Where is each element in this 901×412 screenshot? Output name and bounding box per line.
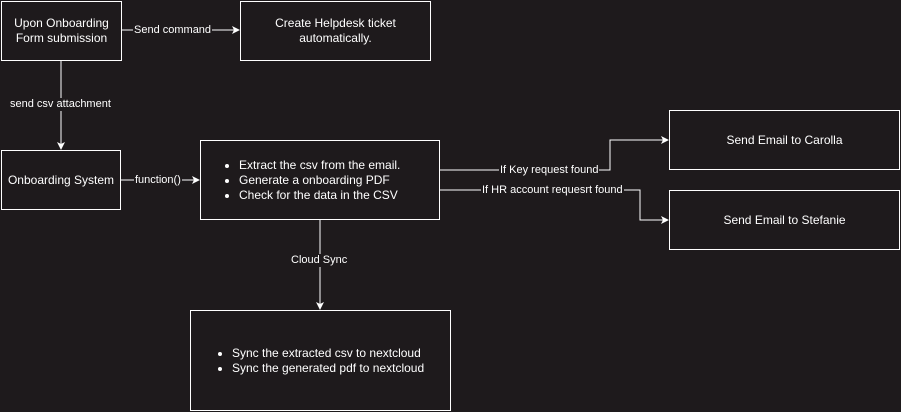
edge-label-send-csv-attachment: send csv attachment [9,98,112,111]
sync-node[interactable]: Sync the extracted csv to nextcloud Sync… [190,310,451,411]
processing-item-extract: Extract the csv from the email. [239,158,400,173]
edge-label-key-request: If Key request found [499,164,600,177]
onboarding-system-node[interactable]: Onboarding System [1,150,121,210]
helpdesk-ticket-label: Create Helpdesk ticket automatically. [275,16,396,45]
processing-list: Extract the csv from the email. Generate… [201,158,400,203]
email-carolla-label: Send Email to Carolla [726,132,843,147]
email-stefanie-node[interactable]: Send Email to Stefanie [669,190,900,250]
email-stefanie-label: Send Email to Stefanie [723,212,846,227]
edge-label-hr-account-request: If HR account requesrt found [481,184,624,197]
onboarding-form-node[interactable]: Upon Onboarding Form submission [1,1,122,61]
processing-item-generate: Generate a onboarding PDF [239,173,400,188]
onboarding-form-label: Upon Onboarding Form submission [14,16,109,45]
processing-node[interactable]: Extract the csv from the email. Generate… [200,140,440,220]
edge-label-function-call: function() [134,174,182,187]
email-carolla-node[interactable]: Send Email to Carolla [669,110,900,170]
processing-item-check: Check for the data in the CSV [239,188,400,203]
edge-label-send-command: Send command [133,24,213,37]
sync-item-pdf: Sync the generated pdf to nextcloud [232,361,424,376]
sync-list: Sync the extracted csv to nextcloud Sync… [191,346,424,376]
edge-label-cloud-sync: Cloud Sync [290,254,349,267]
helpdesk-ticket-node[interactable]: Create Helpdesk ticket automatically. [240,1,431,61]
onboarding-system-label: Onboarding System [7,172,115,187]
sync-item-csv: Sync the extracted csv to nextcloud [232,346,424,361]
